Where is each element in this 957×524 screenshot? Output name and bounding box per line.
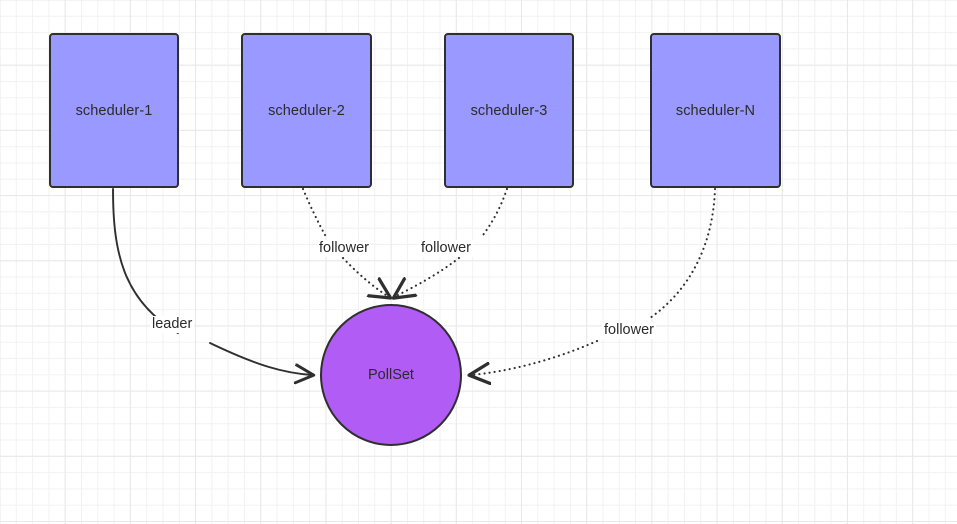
node-scheduler-3[interactable]: scheduler-3	[444, 33, 574, 188]
node-scheduler-3-label: scheduler-3	[470, 102, 548, 119]
node-scheduler-2[interactable]: scheduler-2	[241, 33, 372, 188]
edge-label-follower-2: follower	[317, 240, 371, 257]
edge-leader-segment-b	[209, 342, 312, 375]
node-pollset[interactable]: PollSet	[320, 304, 462, 446]
edge-scheduler-1-pollset	[112, 188, 312, 375]
edge-leader-segment-a	[112, 188, 179, 334]
edge-follower-2-segment-b	[341, 256, 389, 297]
edge-follower-3-segment-a	[481, 187, 509, 237]
edge-follower-2-segment-a	[301, 187, 327, 237]
node-scheduler-n[interactable]: scheduler-N	[650, 33, 781, 188]
node-scheduler-n-label: scheduler-N	[675, 102, 756, 119]
edge-label-follower-n: follower	[602, 322, 656, 339]
node-scheduler-1[interactable]: scheduler-1	[49, 33, 179, 188]
node-pollset-label: PollSet	[368, 367, 414, 383]
edge-follower-n-segment-a	[648, 187, 717, 320]
node-scheduler-2-label: scheduler-2	[268, 102, 345, 119]
edge-follower-n-segment-b	[471, 339, 599, 375]
edge-follower-3-segment-b	[395, 256, 461, 297]
node-scheduler-1-label: scheduler-1	[75, 102, 153, 119]
edge-label-follower-3: follower	[419, 240, 473, 257]
edge-scheduler-N-pollset	[471, 187, 717, 375]
edge-label-leader: leader	[150, 316, 195, 333]
